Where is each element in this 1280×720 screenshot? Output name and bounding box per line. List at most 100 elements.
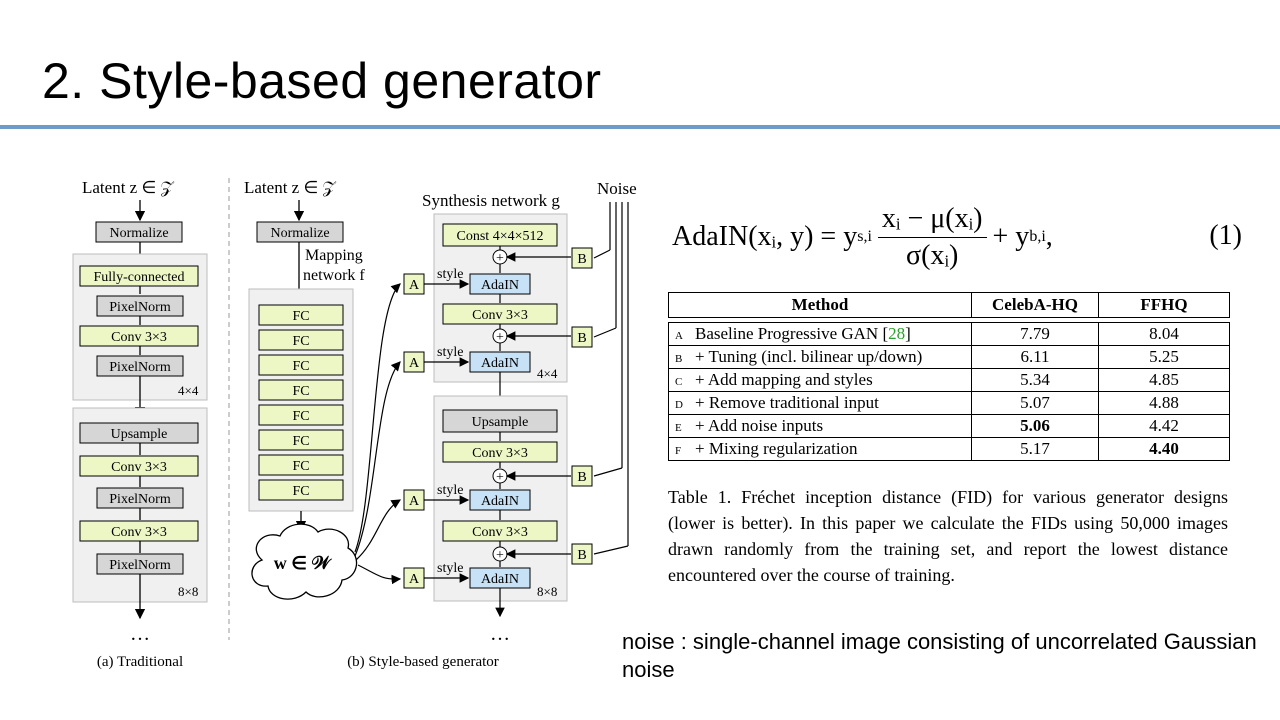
svg-text:style: style (437, 483, 463, 498)
conv-box-a3 (79, 520, 199, 542)
svg-text:B: B (577, 548, 586, 563)
row-ffhq: 5.25 (1098, 345, 1230, 369)
equation-comma: , (1045, 221, 1053, 252)
equation-number: (1) (1209, 220, 1242, 251)
equation-numerator: xᵢ − μ(xᵢ) (877, 203, 987, 238)
row-letter: F (675, 445, 682, 457)
svg-text:FC: FC (292, 359, 309, 374)
row-ffhq: 4.85 (1098, 368, 1230, 392)
svg-text:style: style (437, 267, 463, 282)
row-celeba: 5.17 (971, 437, 1099, 461)
caption-b: (b) Style-based generator (347, 654, 499, 670)
svg-text:FC: FC (292, 309, 309, 324)
header-celeba: CelebA-HQ (971, 292, 1099, 318)
svg-text:B: B (577, 252, 586, 267)
svg-text:A: A (409, 356, 420, 371)
row-ffhq: 4.88 (1098, 391, 1230, 415)
ellipsis-b: … (490, 623, 510, 645)
table-row: E + Add noise inputs 5.06 4.42 (668, 414, 1230, 438)
pixelnorm-label-3: PixelNorm (109, 492, 171, 507)
table-row: D + Remove traditional input 5.07 4.88 (668, 391, 1230, 415)
conv-label-a2: Conv 3×3 (111, 460, 167, 475)
row-method: Baseline Progressive GAN (695, 324, 879, 343)
equation-fraction: xᵢ − μ(xᵢ) σ(xᵢ) (877, 203, 987, 272)
svg-text:FC: FC (292, 334, 309, 349)
mapping-label-2: network f (303, 267, 365, 284)
upsample-label-a: Upsample (111, 427, 168, 442)
adain-label-3: AdaIN (481, 494, 519, 509)
svg-text:B: B (577, 331, 586, 346)
w-cloud (251, 523, 358, 600)
svg-text:A: A (409, 572, 420, 587)
row-letter: E (675, 422, 682, 434)
normalize-box-a (95, 221, 183, 243)
adain-label-2: AdaIN (481, 356, 519, 371)
row-ffhq: 8.04 (1098, 322, 1230, 346)
svg-text:B: B (577, 470, 586, 485)
row-celeba: 7.79 (971, 322, 1099, 346)
synthesis-label: Synthesis network g (422, 191, 560, 210)
const-label: Const 4×4×512 (457, 229, 544, 244)
row-method: + Tuning (incl. bilinear up/down) (695, 347, 923, 366)
upsample-label-b: Upsample (472, 415, 529, 430)
header-ffhq: FFHQ (1098, 292, 1230, 318)
res-label-4x4-b: 4×4 (537, 366, 558, 381)
ellipsis-a: … (130, 623, 150, 645)
table-row: B+ Tuning (incl. bilinear up/down) 6.11 … (668, 345, 1230, 369)
architecture-figure: Latent z ∈ 𝒵 Normalize Fully-connected P… (72, 178, 637, 670)
conv-label-b3: Conv 3×3 (472, 525, 528, 540)
row-letter: B (675, 353, 683, 365)
svg-text:+: + (496, 548, 504, 563)
row-celeba: 5.34 (971, 368, 1099, 392)
row-letter: C (675, 376, 683, 388)
equation-rhs: + y (992, 221, 1030, 252)
row-celeba: 5.07 (971, 391, 1099, 415)
res-label-8x8-a: 8×8 (178, 584, 198, 599)
citation-link[interactable]: 28 (888, 324, 906, 343)
row-celeba-best: 5.06 (971, 414, 1099, 438)
svg-text:A: A (409, 278, 420, 293)
normalize-box-b (256, 221, 344, 243)
table-row: C + Add mapping and styles 5.34 4.85 (668, 368, 1230, 392)
pixelnorm-label-2: PixelNorm (109, 360, 171, 375)
svg-text:FC: FC (292, 384, 309, 399)
row-method: + Mixing regularization (695, 439, 858, 458)
row-ffhq: 4.42 (1098, 414, 1230, 438)
conv-box-a2 (79, 455, 199, 477)
mapping-label-1: Mapping (305, 247, 363, 264)
header-method: Method (668, 292, 972, 318)
svg-text:A: A (409, 494, 420, 509)
svg-text:style: style (437, 345, 463, 360)
svg-text:FC: FC (292, 484, 309, 499)
svg-text:+: + (496, 470, 504, 485)
table-caption: Table 1. Fréchet inception distance (FID… (668, 487, 1228, 585)
adain-label-1: AdaIN (481, 278, 519, 293)
w-label: w ∈ 𝒲 (274, 553, 333, 573)
row-letter: A (675, 330, 683, 342)
pixelnorm-label-4: PixelNorm (109, 558, 171, 573)
res-label-4x4-a: 4×4 (178, 383, 199, 398)
title-divider (0, 125, 1280, 129)
noise-note: noise : single-channel image consisting … (622, 629, 1257, 682)
svg-text:FC: FC (292, 434, 309, 449)
res-label-8x8-b: 8×8 (537, 584, 557, 599)
table-row: F+ Mixing regularization 5.17 4.40 (668, 437, 1230, 461)
row-letter: D (675, 399, 683, 411)
fully-connected-box (79, 265, 199, 287)
pixelnorm-label-1: PixelNorm (109, 300, 171, 315)
equation-denominator: σ(xᵢ) (906, 239, 959, 271)
conv-label-b2: Conv 3×3 (472, 446, 528, 461)
row-method: + Add noise inputs (695, 416, 824, 435)
noise-label: Noise (597, 179, 637, 198)
conv-label-a3: Conv 3×3 (111, 525, 167, 540)
adain-label-4: AdaIN (481, 572, 519, 587)
latent-label-b: Latent z ∈ 𝒵 (244, 178, 337, 197)
conv-label-a1: Conv 3×3 (111, 330, 167, 345)
svg-text:style: style (437, 561, 463, 576)
row-method: + Add mapping and styles (695, 370, 873, 389)
normalize-label-b: Normalize (270, 226, 329, 241)
caption-a: (a) Traditional (97, 654, 183, 670)
row-method: + Remove traditional input (695, 393, 879, 412)
equation-lhs: AdaIN(xᵢ, y) = y (672, 221, 858, 252)
